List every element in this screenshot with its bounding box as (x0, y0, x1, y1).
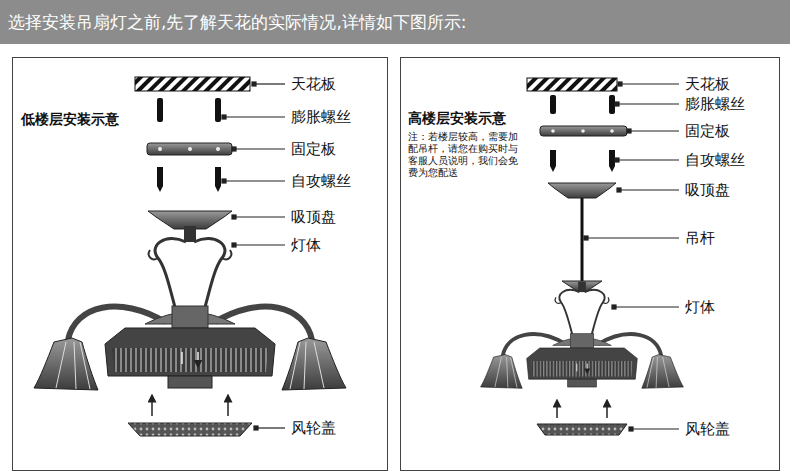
part-label: 自攻螺丝 (291, 171, 351, 191)
part-label: 吊杆 (685, 228, 715, 248)
part-label: 吸顶盘 (291, 207, 336, 227)
diagram-panel: 高楼层安装示意注：若楼层较高，需要加配吊杆，请您在购买时与客服人员说明，我们会免… (400, 57, 780, 471)
part-label: 灯体 (685, 297, 715, 317)
part-label: 自攻螺丝 (685, 150, 745, 170)
part-label: 灯体 (291, 235, 321, 255)
part-label: 吸顶盘 (685, 180, 730, 200)
part-label: 膨胀螺丝 (291, 107, 351, 127)
panel-title: 低楼层安装示意 (21, 110, 119, 128)
part-label: 膨胀螺丝 (685, 94, 745, 114)
part-label: 固定板 (291, 139, 336, 159)
part-label: 风轮盖 (685, 419, 730, 439)
part-label: 风轮盖 (291, 418, 336, 438)
part-label: 天花板 (685, 74, 730, 94)
panel-title: 高楼层安装示意 (408, 109, 506, 127)
header-title: 选择安装吊扇灯之前,先了解天花的实际情况,详情如下图所示: (8, 0, 467, 44)
part-label: 天花板 (291, 74, 336, 94)
part-label: 固定板 (685, 121, 730, 141)
note-text: 注：若楼层较高，需要加配吊杆，请您在购买时与客服人员说明，我们会免费为您配送 (408, 131, 526, 179)
